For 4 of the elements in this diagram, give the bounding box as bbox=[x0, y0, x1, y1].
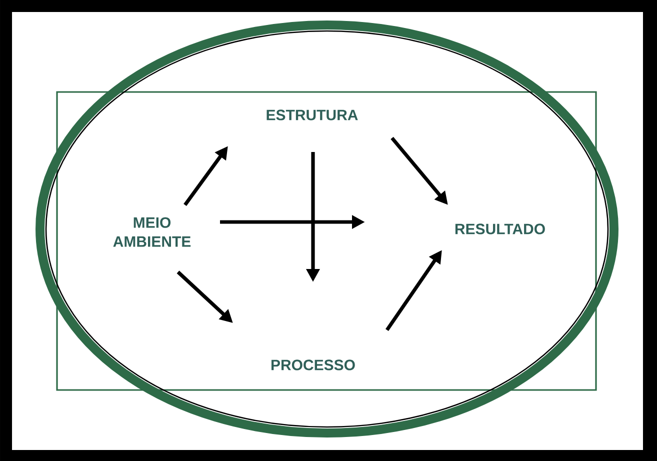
node-label: PROCESSO bbox=[272, 360, 355, 370]
node-label: RESULTADO bbox=[455, 224, 545, 234]
node-label: MEIO AMBIENTE bbox=[113, 217, 191, 247]
node-label: ESTRUTURA bbox=[266, 110, 358, 120]
